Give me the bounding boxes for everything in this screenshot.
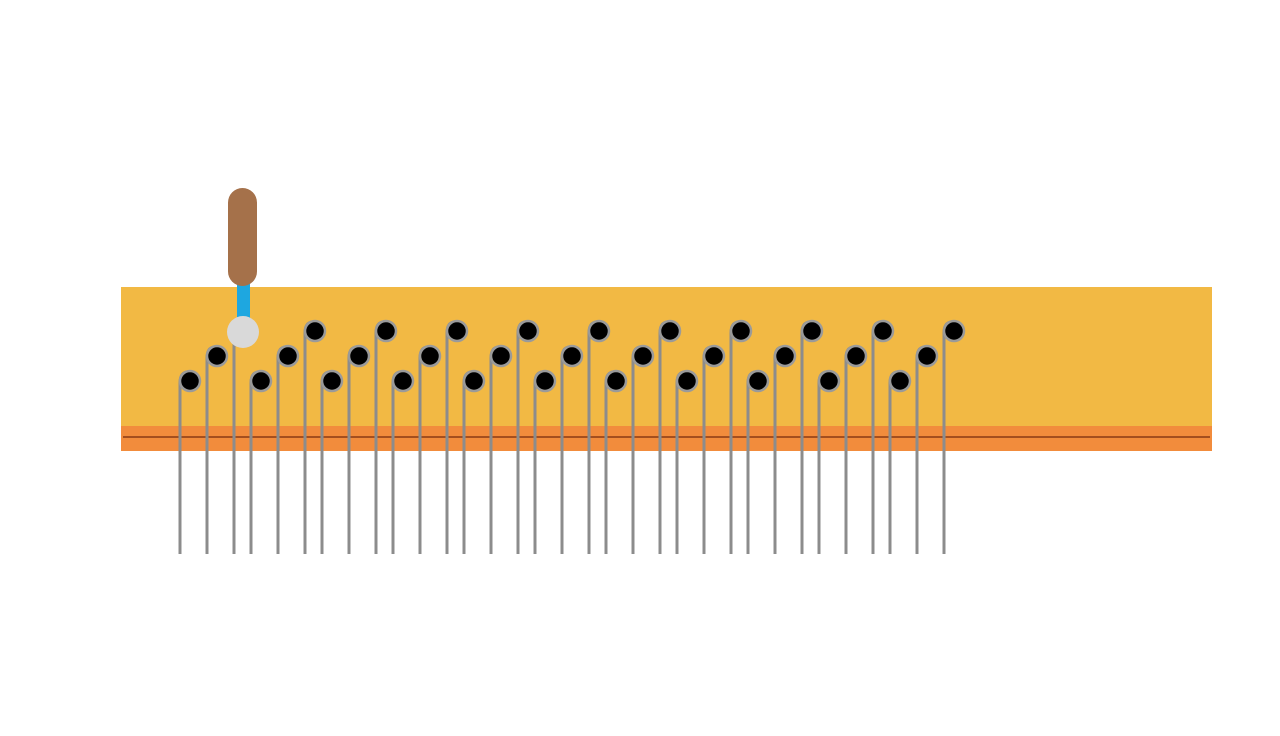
tool-shaft[interactable]	[237, 283, 250, 323]
tuning-pin-top[interactable]	[374, 319, 398, 343]
tuning-pin-top[interactable]	[942, 319, 966, 343]
tuning-pin-bottom[interactable]	[888, 369, 912, 393]
tuning-pin-top[interactable]	[729, 319, 753, 343]
tuning-pin-bottom[interactable]	[533, 369, 557, 393]
tuning-pin-middle[interactable]	[560, 344, 584, 368]
tuning-pin-top[interactable]	[303, 319, 327, 343]
tuning-pin-middle[interactable]	[276, 344, 300, 368]
tuning-pin-top[interactable]	[871, 319, 895, 343]
tuning-pin-bottom[interactable]	[462, 369, 486, 393]
tuning-pin-bottom[interactable]	[675, 369, 699, 393]
tuning-pin-middle[interactable]	[915, 344, 939, 368]
tuning-pin-bottom[interactable]	[746, 369, 770, 393]
tuning-pin-middle[interactable]	[773, 344, 797, 368]
tuning-pin-middle[interactable]	[418, 344, 442, 368]
tuning-pin-bottom[interactable]	[391, 369, 415, 393]
adjustment-tool[interactable]	[227, 188, 259, 348]
tuning-pin-middle[interactable]	[844, 344, 868, 368]
tuning-pin-bottom[interactable]	[178, 369, 202, 393]
tuning-pin-bottom[interactable]	[249, 369, 273, 393]
tuning-pin-middle[interactable]	[489, 344, 513, 368]
tuning-pin-middle[interactable]	[702, 344, 726, 368]
board-stripe	[121, 426, 1212, 451]
tuning-pin-top[interactable]	[445, 319, 469, 343]
board-body	[121, 287, 1212, 451]
tuning-pin-top[interactable]	[516, 319, 540, 343]
tuning-pin-middle[interactable]	[347, 344, 371, 368]
tuning-pin-bottom[interactable]	[320, 369, 344, 393]
tuning-pin-bottom[interactable]	[604, 369, 628, 393]
tuning-pin-top[interactable]	[658, 319, 682, 343]
tool-knob[interactable]	[227, 316, 259, 348]
board	[121, 287, 1212, 451]
tuning-pin-middle[interactable]	[631, 344, 655, 368]
tool-handle[interactable]	[228, 188, 257, 286]
tuning-pin-bottom[interactable]	[817, 369, 841, 393]
tuning-pin-top[interactable]	[800, 319, 824, 343]
tuning-pin-middle[interactable]	[205, 344, 229, 368]
tuning-pin-top[interactable]	[587, 319, 611, 343]
